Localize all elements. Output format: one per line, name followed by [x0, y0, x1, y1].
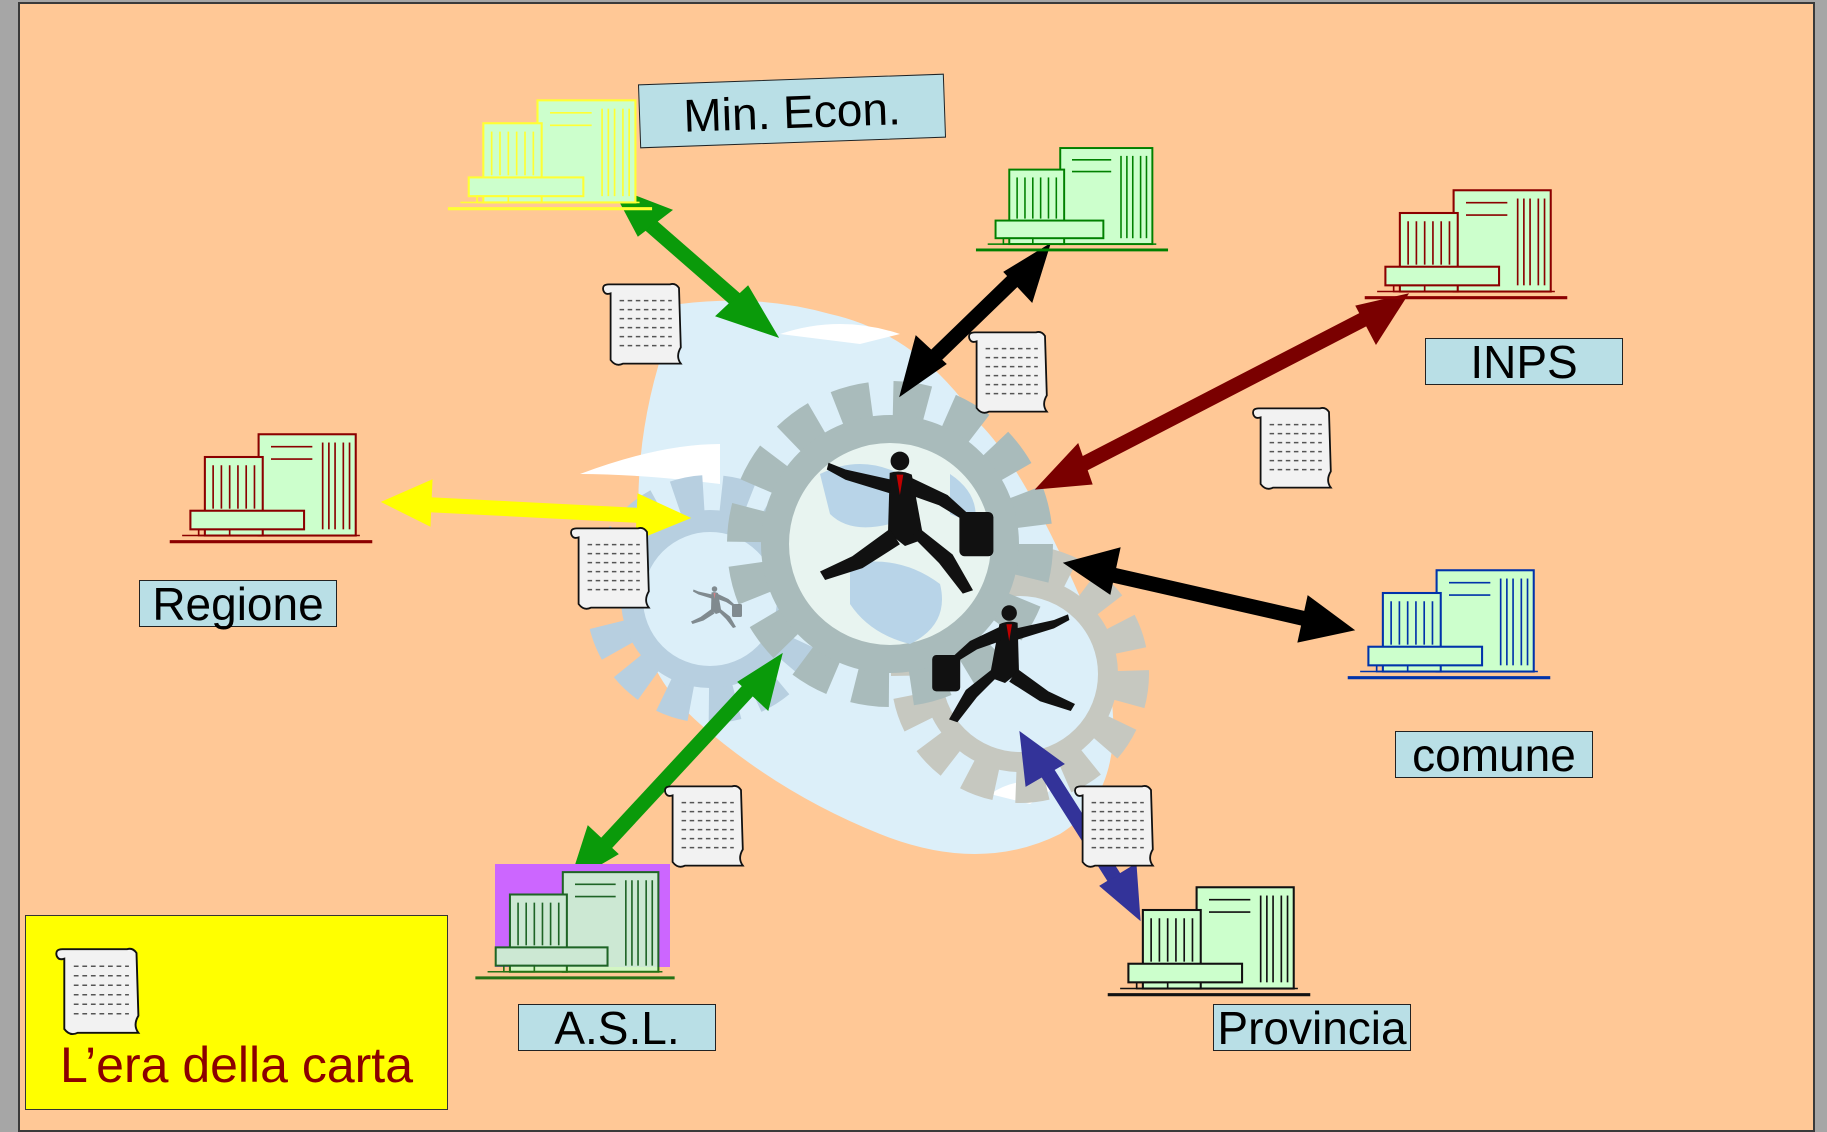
paper-scroll-icon [664, 784, 744, 868]
label-asl: A.S.L. [518, 1004, 716, 1052]
building-icon [1346, 568, 1552, 680]
label-provincia: Provincia [1213, 1004, 1411, 1052]
arrow-inps [1034, 293, 1410, 490]
gear-icon [727, 381, 1053, 707]
slide: Min. Econ. INPS Regione comune A.S.L. Pr… [18, 2, 1815, 1132]
legend-box: L’era della carta [25, 915, 448, 1110]
paper-scroll-icon [602, 282, 682, 366]
building-icon [1363, 188, 1569, 300]
building-icon [473, 864, 677, 980]
paper-scroll-icon [1074, 784, 1154, 868]
paper-scroll-icon [1252, 406, 1332, 490]
paper-scroll-icon [968, 330, 1048, 414]
legend-text: L’era della carta [60, 1037, 414, 1093]
diagram [168, 98, 1569, 997]
label-inps: INPS [1425, 338, 1623, 386]
building-icon [974, 146, 1170, 252]
label-min-econ: Min. Econ. [637, 73, 947, 149]
arrow-comune [1062, 547, 1356, 643]
arrow-top-building [899, 242, 1051, 398]
building-icon [168, 432, 374, 544]
paper-scroll-icon [570, 526, 650, 610]
label-regione: Regione [139, 580, 337, 628]
label-comune: comune [1395, 731, 1593, 779]
arrow-regione [380, 479, 692, 541]
paper-scroll-icon [55, 947, 140, 1036]
building-icon [446, 98, 654, 211]
